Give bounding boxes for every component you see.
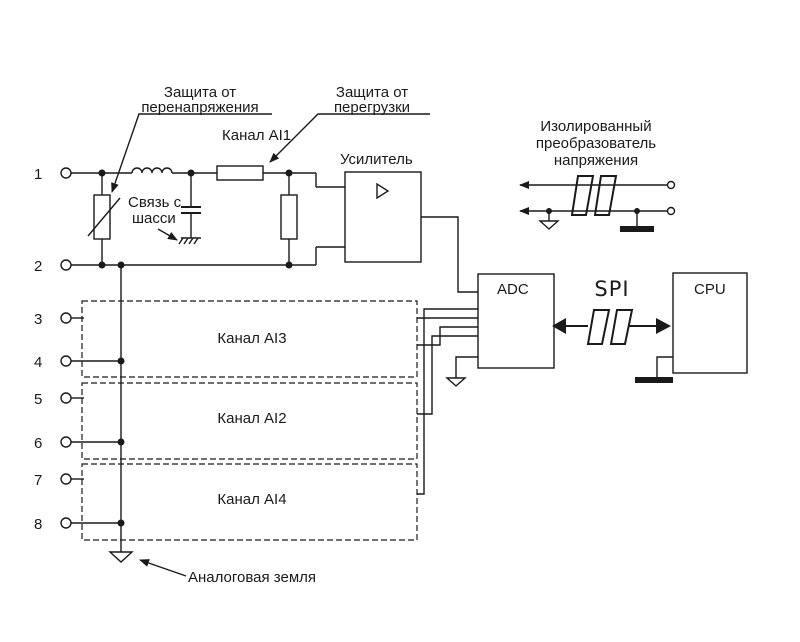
terminal-1 [60,167,72,179]
surge-protection-label-2: перенапряжения [141,99,258,116]
adc-label: ADC [497,281,529,298]
overload-protection-label-1: Защита от [336,84,408,101]
spi-label: SPI [594,277,629,301]
terminal-leads [71,317,121,524]
cpu-label: CPU [694,281,726,298]
adc-ground-icon [445,377,467,387]
channel-ai4-label: Канал AI4 [217,491,286,508]
channel-ai1-label: Канал AI1 [222,127,291,144]
amplifier-label: Усилитель [340,151,413,168]
channel-ai4-box: Канал AI4 [81,463,418,541]
inductor [131,167,173,174]
cpu-ground-icon [635,377,673,383]
converter-label-3: напряжения [554,152,638,169]
channel-ai3-label: Канал AI3 [217,330,286,347]
chassis-link-label-2: шасси [132,210,176,227]
chassis-link-label-1: Связь с [128,194,182,211]
amplifier-triangle-icon [376,182,390,200]
converter-isolator-icon [570,175,618,216]
terminal-7-label: 7 [34,472,42,489]
terminal-4 [60,355,72,367]
terminal-6 [60,436,72,448]
terminal-3-label: 3 [34,311,42,328]
spi-isolator-icon [586,309,634,345]
terminal-8-label: 8 [34,516,42,533]
terminal-5 [60,392,72,404]
isolated-converter: Изолированный преобразователь напряжения [519,118,676,232]
terminal-2-label: 2 [34,258,42,275]
varistor [93,194,111,240]
adc-block: ADC [477,273,555,369]
terminal-4-label: 4 [34,354,42,371]
annotations: Защита от перенапряжения Защита от перег… [111,84,430,241]
converter-label-1: Изолированный [540,118,651,135]
analog-ground-icon [108,551,134,563]
converter-chassis-icon [620,226,654,232]
amplifier-box [344,171,422,263]
spi-link: SPI [552,277,671,345]
analog-ground-bus: Аналоговая земля [108,265,316,586]
terminal-7 [60,473,72,485]
terminals: 1 2 3 4 5 6 7 8 [34,166,72,533]
surge-protection-label-1: Защита от [164,84,236,101]
terminal-1-label: 1 [34,166,42,183]
converter-ground-icon [538,220,560,230]
converter-label-2: преобразователь [536,135,656,152]
channel-ai3-box: Канал AI3 [81,300,418,378]
terminal-2 [60,259,72,271]
overload-protection-label-2: перегрузки [334,99,410,116]
terminal-3 [60,312,72,324]
channel-outputs [417,308,478,495]
channel-ai1-circuit [71,165,478,293]
channel-ai2-box: Канал AI2 [81,382,418,460]
shunt-resistor [280,194,298,240]
terminal-5-label: 5 [34,391,42,408]
terminal-6-label: 6 [34,435,42,452]
cpu-block: CPU [635,272,748,383]
analog-ground-label: Аналоговая земля [188,569,316,586]
terminal-8 [60,517,72,529]
chassis-ground-icon [178,237,201,245]
channel-ai2-label: Канал AI2 [217,410,286,427]
fuse [216,165,264,181]
